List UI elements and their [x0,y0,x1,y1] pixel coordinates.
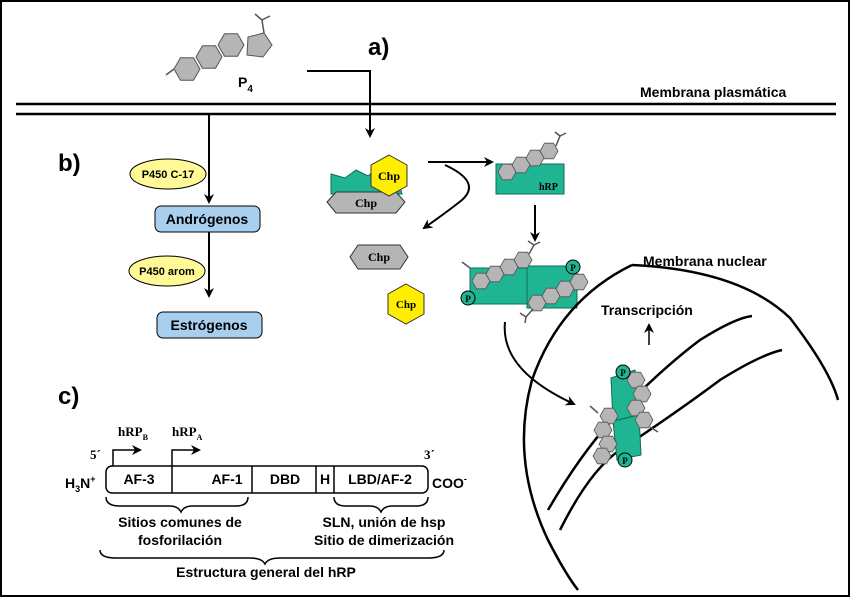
released-chaperone-yellow-label: Chp [396,299,416,311]
product-androgenos [154,205,261,233]
chp-complex-yellow-label: Chp [378,169,400,183]
sln-line2: Sitio de dimerización [314,532,454,548]
nuclear-membrane [631,263,840,401]
arrow-chaperone-release [422,164,470,230]
domain-dbd: DBD [270,471,300,487]
hrpb-label: hRPB [118,424,149,442]
arrow-p4-entry-a [307,70,375,138]
dna-strand-2 [558,348,783,531]
prime-3: 3´ [424,447,435,462]
chp-complex-gray-label: Chp [355,196,377,210]
released-chaperone-yellow [387,283,425,325]
c-terminus-label: COO- [432,474,467,491]
hrpa-label: hRPA [172,424,203,442]
dna-dimer-phospho-1: P [620,368,626,378]
brace-phosphorylation-sites [105,496,249,514]
phosphorylated-hrp-dimer [460,240,589,324]
released-chaperone-gray-label: Chp [368,250,390,264]
enzyme-p450-c17 [129,158,207,190]
nuclear-membrane-left [522,263,633,591]
brace-lbd-sites [333,496,429,514]
product-androgenos-label: Andrógenos [166,211,249,227]
prime-5: 5´ [90,447,101,462]
receptor-chaperone-complex [326,154,408,214]
sitios-fosforilacion-line1: Sitios comunes de [118,514,242,530]
promoter-arrow-hrpb [112,445,142,472]
domain-af1: AF-1 [211,471,242,487]
product-estrogenos [156,311,263,339]
sitios-fosforilacion-line2: fosforilación [138,532,222,548]
released-chaperone-gray [349,244,409,270]
enzyme-p450-arom-label: P450 arom [139,266,195,278]
brace-general-structure [99,549,445,566]
label-a: a) [368,34,389,61]
dimer-phospho-2: P [570,263,576,273]
label-c: c) [58,383,79,410]
product-estrogenos-label: Estrógenos [170,317,247,333]
membrana-nuclear-label: Membrana nuclear [643,253,767,269]
domain-bar [105,465,429,494]
enzyme-p450-arom [128,255,206,287]
arrow-dimer-to-nucleus [503,321,576,406]
p4-label: P4 [238,74,253,95]
domain-lbd-af2: LBD/AF-2 [348,471,412,487]
hrp-activated-receptor [495,131,567,195]
sln-line1: SLN, unión de hsp [323,514,446,530]
transcripcion-label: Transcripción [601,302,693,318]
membrana-plasmatica-label: Membrana plasmática [640,84,786,100]
hrp-label: hRP [539,182,558,193]
dimer-phospho-1: P [465,294,471,304]
label-b: b) [58,150,81,177]
promoter-arrow-hrpa [171,445,201,472]
enzyme-p450-c17-label: P450 C-17 [142,169,195,181]
domain-af3: AF-3 [123,471,154,487]
hrp-dimer-on-dna [589,364,659,468]
dna-dimer-phospho-2: P [622,456,628,466]
dna-strand-1 [546,314,753,511]
n-terminus-label: H3N+ [65,474,96,494]
estructura-general-label: Estructura general del hRP [176,564,356,580]
progesterone-molecule [165,13,273,81]
domain-h: H [320,471,330,487]
